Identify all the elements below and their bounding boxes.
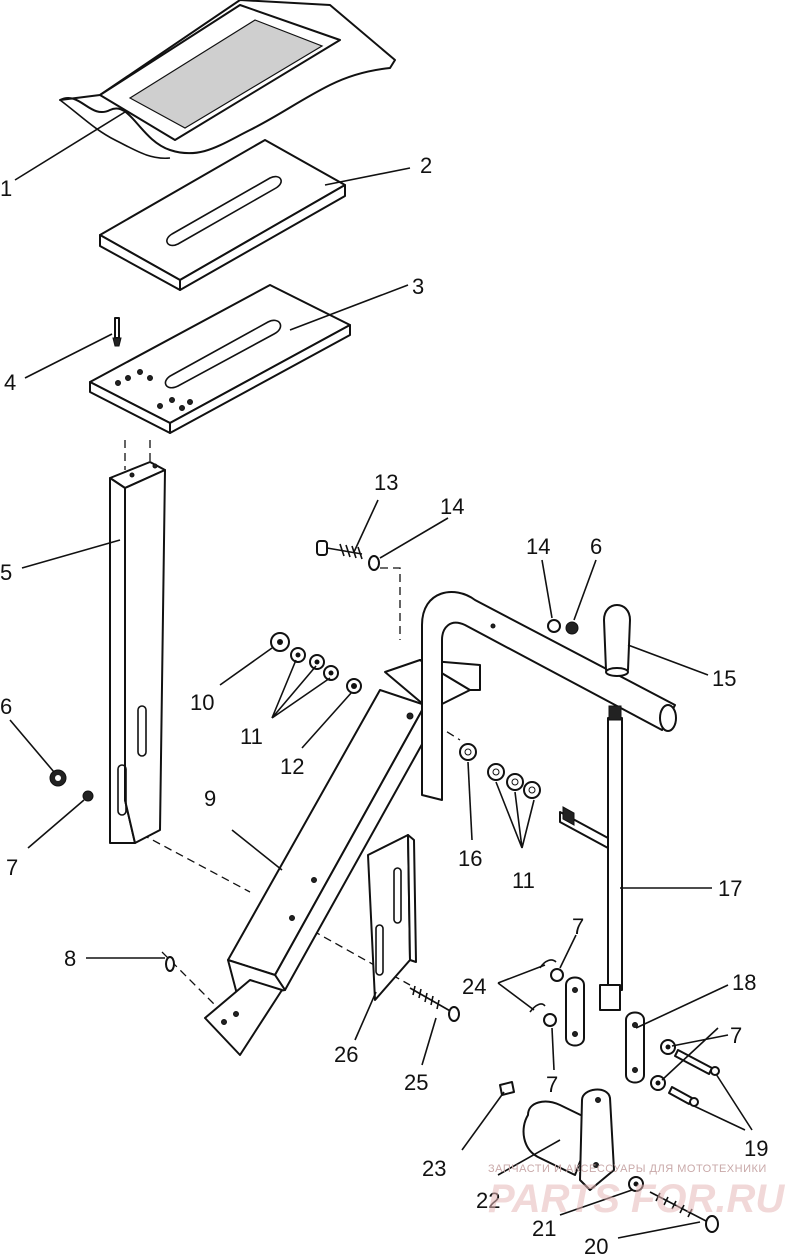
part-3-plate xyxy=(89,284,351,434)
handle-bar xyxy=(421,591,677,801)
callout-5: 5 xyxy=(0,560,12,585)
callout-24: 24 xyxy=(462,974,486,999)
watermark-tagline: ЗАПЧАСТИ И АКСЕССУАРЫ ДЛЯ МОТОТЕХНИКИ xyxy=(488,1163,767,1175)
part-7-washer-left xyxy=(82,790,94,802)
callout-18: 18 xyxy=(732,970,756,995)
part-14-washer-a xyxy=(368,555,380,571)
callout-17: 17 xyxy=(718,876,742,901)
part-26-slotted-plate xyxy=(367,834,417,1001)
part-23-key xyxy=(499,1081,515,1096)
callout-19: 19 xyxy=(744,1136,768,1161)
callout-2: 2 xyxy=(420,153,432,178)
part-24-cotter-pins xyxy=(529,959,557,1013)
part-12-washer xyxy=(346,678,362,694)
callout-4: 4 xyxy=(4,370,16,395)
callout-12: 12 xyxy=(280,754,304,779)
leader-lines xyxy=(9,111,753,1239)
part-5-bracket xyxy=(109,461,166,844)
callout-22: 22 xyxy=(476,1188,500,1213)
part-21-washer xyxy=(628,1176,644,1192)
part-9-arm xyxy=(204,659,481,1056)
watermark: ЗАПЧАСТИ И АКСЕССУАРЫ ДЛЯ МОТОТЕХНИКИ PA… xyxy=(488,1163,785,1221)
part-11-washers-left xyxy=(290,647,339,681)
callout-9: 9 xyxy=(204,786,216,811)
part-17-lever xyxy=(559,705,623,1011)
callout-15: 15 xyxy=(712,666,736,691)
callout-11-left: 11 xyxy=(240,724,263,749)
part-19-pins xyxy=(668,1049,720,1107)
callout-7-bottom: 7 xyxy=(546,1072,558,1097)
part-6-nut-left xyxy=(49,769,67,787)
callout-14-a: 14 xyxy=(440,494,464,519)
callout-3: 3 xyxy=(412,274,424,299)
callout-26: 26 xyxy=(334,1042,358,1067)
part-25-bolt xyxy=(409,985,460,1022)
part-2-pad xyxy=(99,139,346,291)
part-15-knob xyxy=(603,604,631,677)
part-4-screw xyxy=(112,317,122,347)
watermark-logo: PARTS FOR.RU xyxy=(488,1177,785,1221)
part-16-washer xyxy=(459,743,477,761)
callout-25: 25 xyxy=(404,1070,428,1095)
part-8-pin xyxy=(165,956,175,972)
callout-10: 10 xyxy=(190,690,214,715)
callout-7-left: 7 xyxy=(6,855,18,880)
callout-21: 21 xyxy=(532,1216,556,1241)
part-13-bolt xyxy=(316,540,363,560)
callout-14-b: 14 xyxy=(526,534,550,559)
part-18-link-plates xyxy=(565,976,645,1084)
callout-6-left: 6 xyxy=(0,694,12,719)
callout-6-right: 6 xyxy=(590,534,602,559)
callout-13: 13 xyxy=(374,470,398,495)
callout-16: 16 xyxy=(458,846,482,871)
part-14-washer-b xyxy=(547,619,561,633)
callout-7-right: 7 xyxy=(730,1023,742,1048)
callout-1: 1 xyxy=(0,176,12,201)
part-10-nut xyxy=(270,632,290,652)
callout-23: 23 xyxy=(422,1156,446,1181)
callout-labels: 1 2 3 4 5 6 7 8 9 10 11 12 13 14 14 6 15… xyxy=(0,153,768,1255)
callout-8: 8 xyxy=(64,946,76,971)
part-20-bolt xyxy=(649,1191,719,1233)
callout-7-top: 7 xyxy=(572,914,584,939)
part-11-washers-right xyxy=(487,763,541,799)
part-1-floor-opening xyxy=(59,0,396,160)
callout-11-right: 11 xyxy=(512,868,535,893)
callout-20: 20 xyxy=(584,1234,608,1255)
part-7-washers-linkage xyxy=(543,968,676,1091)
part-22-crank xyxy=(522,1088,615,1191)
part-6-nut-right xyxy=(565,621,579,635)
